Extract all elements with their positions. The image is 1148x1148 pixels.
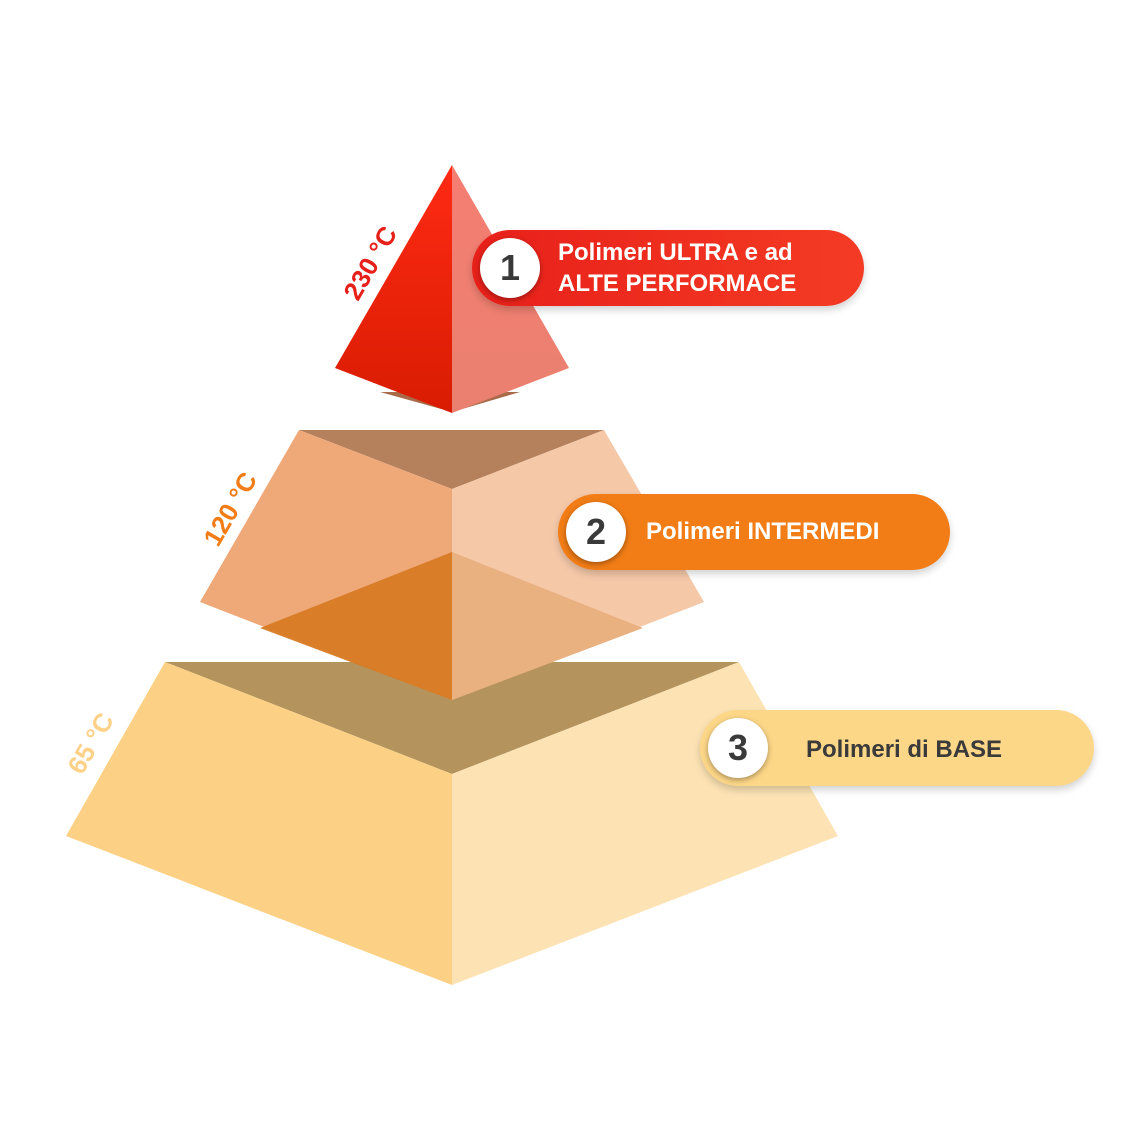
- tier-2-number-badge: 2: [566, 502, 626, 562]
- tier-1-label: Polimeri ULTRA e ad ALTE PERFORMACE: [558, 237, 796, 299]
- tier-3-number-badge: 3: [708, 718, 768, 778]
- tier-3-callout: 3 Polimeri di BASE: [700, 710, 1094, 786]
- tier-3-top-face: [165, 662, 739, 774]
- tier-1-label-line2: ALTE PERFORMACE: [558, 270, 797, 297]
- tier-3-block: [66, 662, 838, 985]
- tier-1-left-face: [335, 165, 452, 413]
- tier-2-overlap-left: [260, 552, 452, 700]
- tier-2-overlap-right: [452, 552, 643, 700]
- tier-2-callout: 2 Polimeri INTERMEDI: [558, 494, 950, 570]
- tier-1-label-line1: Polimeri ULTRA e ad: [558, 239, 793, 266]
- tier-2-label: Polimeri INTERMEDI: [646, 518, 880, 545]
- tier-3-label: Polimeri di BASE: [806, 736, 1003, 763]
- tier-3-left-face: [66, 662, 452, 985]
- tier-1-number-badge: 1: [480, 238, 540, 298]
- tier-2-top-face: [299, 430, 604, 489]
- tier-1-callout: 1 Polimeri ULTRA e ad ALTE PERFORMACE: [472, 230, 864, 306]
